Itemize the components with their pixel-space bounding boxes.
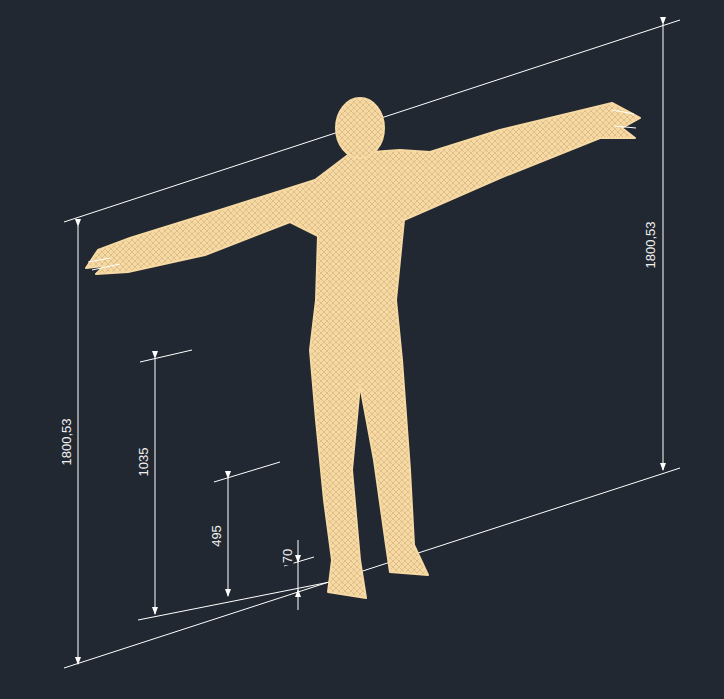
height-dimension: 495 [210, 523, 223, 549]
overall-height-dimension: 1800,53 [60, 417, 73, 468]
overall-height-dimension: 1800,53 [644, 220, 657, 271]
human-figure [86, 98, 640, 598]
dimension-lines [64, 20, 680, 668]
height-dimension: 70 [281, 547, 294, 565]
height-dimension: 1035 [137, 446, 150, 479]
